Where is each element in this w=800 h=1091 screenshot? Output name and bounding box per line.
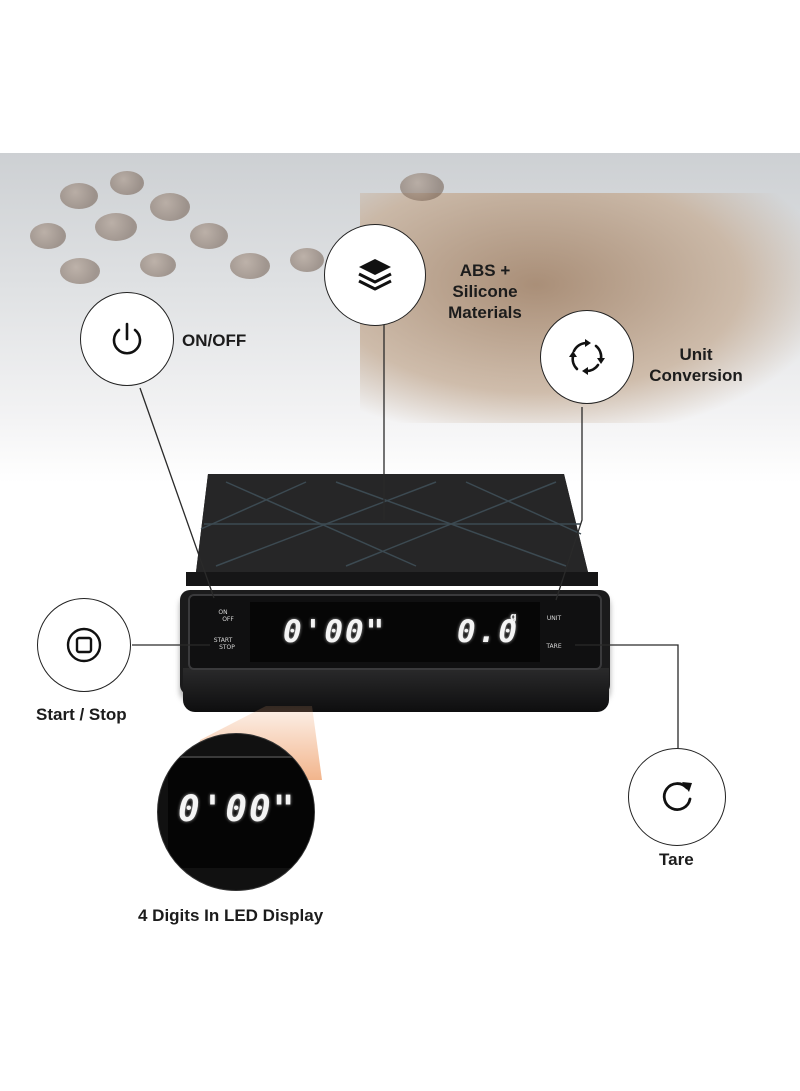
scale-base — [183, 668, 609, 712]
start-stop-label: Start / Stop — [36, 705, 127, 724]
coffee-bean — [110, 171, 144, 195]
weight-unit: g — [510, 610, 519, 623]
scale-control-panel: ON OFF START STOP 0'00" 0.0 g UNIT TARE — [188, 594, 602, 670]
on-off-button[interactable]: ON OFF — [218, 609, 234, 623]
start-stop-feature-circle — [37, 598, 131, 692]
coffee-bean — [140, 253, 176, 277]
coffee-bean — [95, 213, 137, 241]
coffee-bean — [290, 248, 324, 272]
tare-button[interactable]: TARE — [546, 643, 562, 650]
refresh-icon — [662, 782, 692, 811]
unit-button[interactable]: UNIT — [546, 615, 562, 622]
coffee-background-photo — [0, 153, 800, 483]
coffee-bean — [230, 253, 270, 279]
coffee-bean — [190, 223, 228, 249]
zoom-display-window — [168, 756, 314, 868]
coffee-bean — [60, 183, 98, 209]
scale-weighing-platform — [186, 474, 598, 586]
tare-feature-circle — [628, 748, 726, 846]
weight-readout: 0.0 — [457, 614, 519, 650]
on-off-label: ON/OFF — [182, 331, 247, 350]
materials-feature-circle — [324, 224, 426, 326]
zoom-time-readout: 0'00" — [178, 789, 297, 830]
tare-label: Tare — [659, 850, 694, 869]
power-icon — [112, 322, 142, 355]
start-stop-button[interactable]: START STOP — [213, 637, 235, 651]
zoomed-led-display: 0'00" — [157, 733, 315, 891]
materials-label: ABS + Silicone Materials — [448, 261, 522, 322]
coffee-bean — [60, 258, 100, 284]
coffee-bean — [150, 193, 190, 221]
stop-square-icon — [66, 627, 102, 663]
time-readout: 0'00" — [283, 614, 387, 650]
on-off-feature-circle — [80, 292, 174, 386]
coffee-bean — [30, 223, 66, 249]
rotate-arrows-icon — [569, 339, 605, 375]
led-display-label: 4 Digits In LED Display — [138, 906, 324, 925]
coffee-bean — [400, 173, 444, 201]
led-display: 0'00" 0.0 g — [250, 602, 540, 662]
layers-icon — [358, 259, 392, 291]
unit-feature-circle — [540, 310, 634, 404]
unit-label: Unit Conversion — [649, 345, 743, 385]
